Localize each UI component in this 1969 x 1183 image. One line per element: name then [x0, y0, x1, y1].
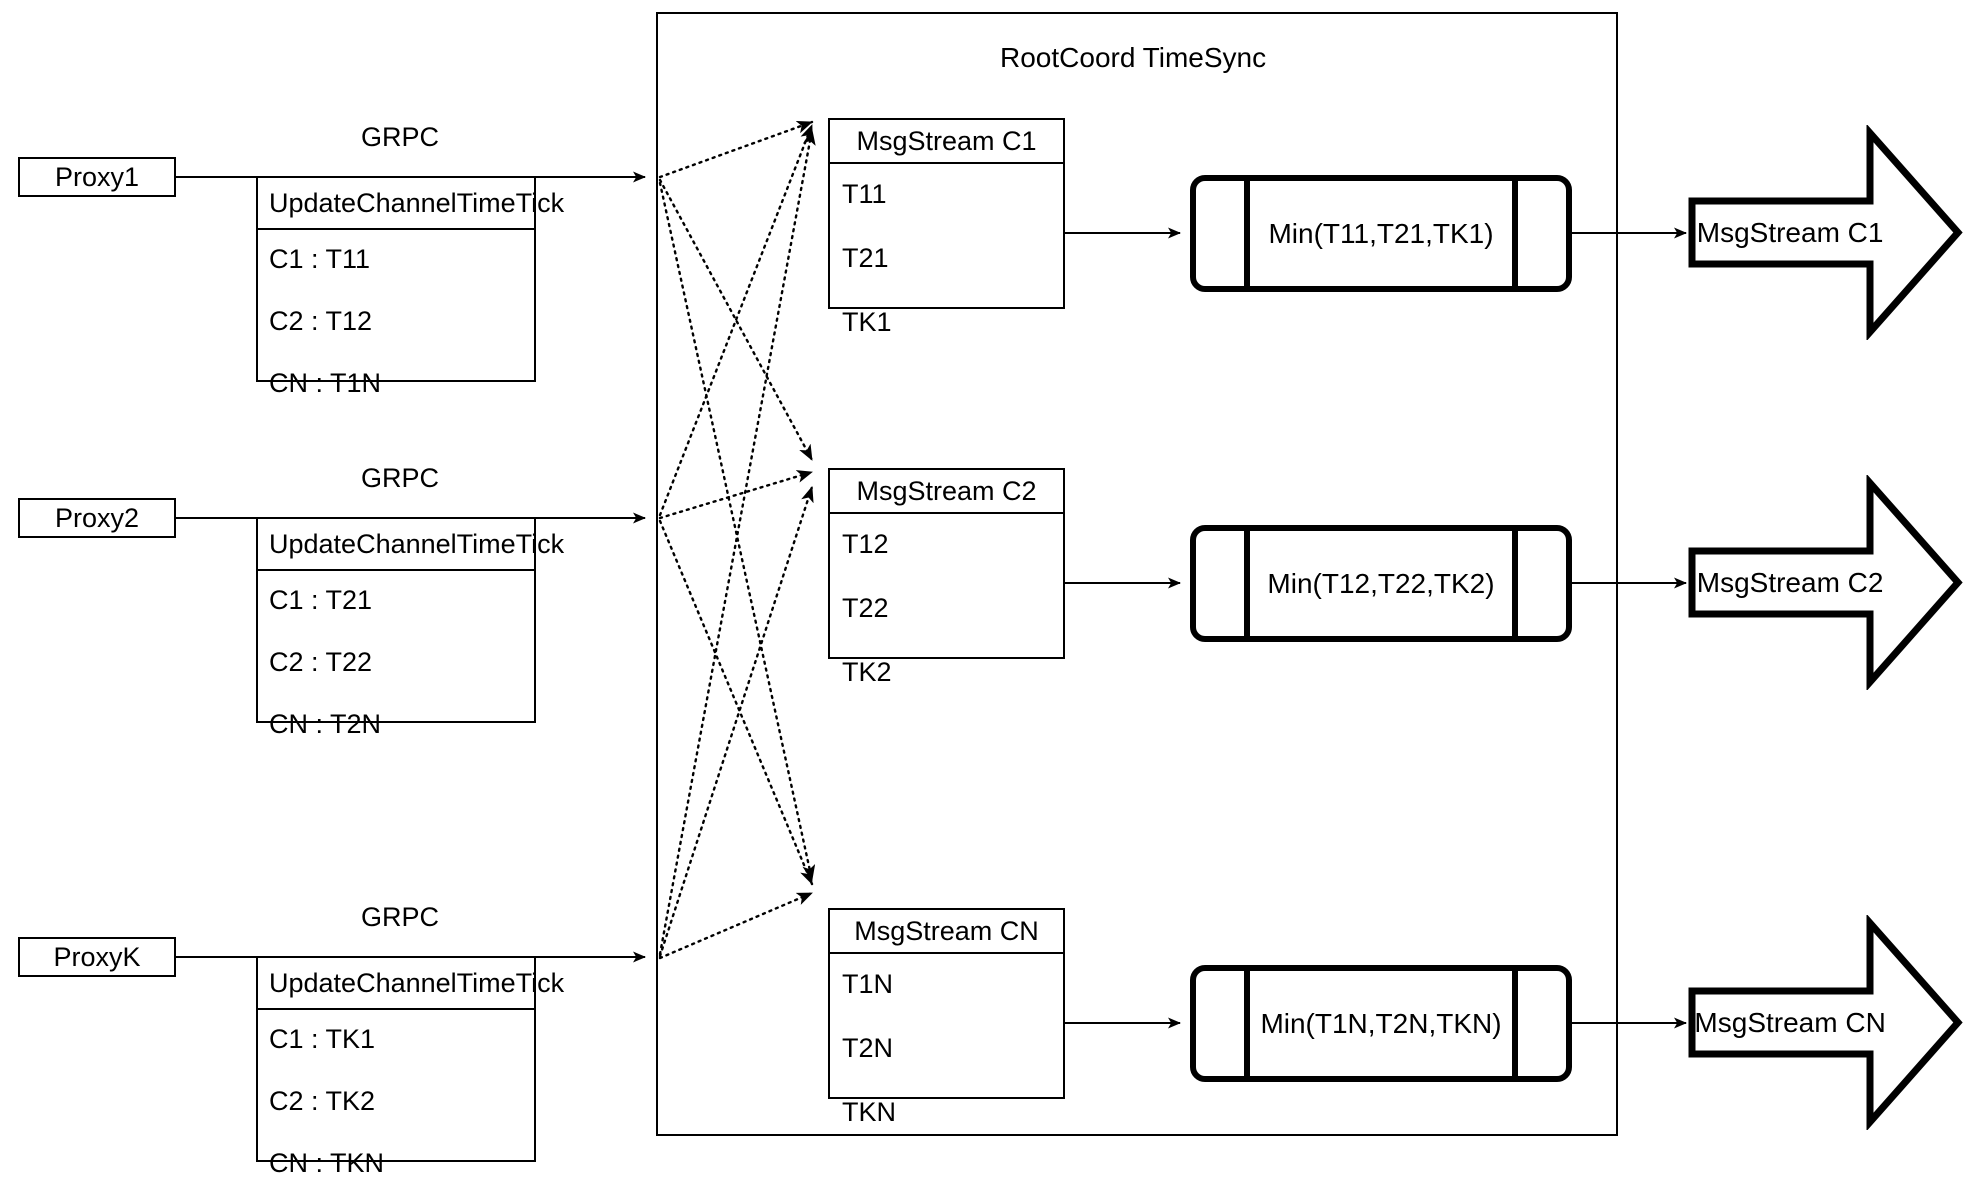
msgstream-row: T22 [842, 593, 889, 623]
grpc-label-1: GRPC [360, 122, 439, 152]
output-block-arrow-label-c1: MsgStream C1 [1696, 216, 1884, 248]
min-process-cn: Min(T1N,T2N,TKN) [1190, 965, 1572, 1082]
rootcoord-timesync-container [656, 12, 1618, 1136]
timetick-row: C1 : T21 [269, 585, 373, 615]
msgstream-row: T12 [842, 529, 889, 559]
min-process-label-c2: Min(T12,T22,TK2) [1267, 567, 1495, 599]
min-process-label-cn: Min(T1N,T2N,TKN) [1260, 1007, 1502, 1039]
output-block-arrow-c2: MsgStream C2 [1688, 475, 1964, 690]
proxy-box-k[interactable]: ProxyK [18, 937, 176, 977]
output-block-arrow-c1: MsgStream C1 [1688, 125, 1964, 340]
timetick-row: C2 : T22 [269, 647, 373, 677]
timetick-row: CN : T1N [269, 368, 382, 398]
grpc-label-2: GRPC [360, 463, 439, 493]
output-block-arrow-label-c2: MsgStream C2 [1696, 566, 1884, 598]
timetick-header-2: UpdateChannelTimeTick [258, 519, 564, 571]
update-channel-timetick-table-2: UpdateChannelTimeTick C1 : T21 C2 : T22 … [256, 517, 564, 738]
timetick-row: C2 : TK2 [269, 1086, 376, 1116]
msgstream-table-cn: MsgStream CN T1N T2N TKN [828, 908, 1065, 1126]
proxy-box-2[interactable]: Proxy2 [18, 498, 176, 538]
msgstream-table-c2: MsgStream C2 T12 T22 TK2 [828, 468, 1065, 686]
msgstream-row: T21 [842, 243, 889, 273]
min-process-label-c1: Min(T11,T21,TK1) [1268, 217, 1494, 249]
update-channel-timetick-table-1: UpdateChannelTimeTick C1 : T11 C2 : T12 … [256, 176, 564, 397]
msgstream-rows-c1: T11 T21 TK1 [830, 164, 1063, 336]
msgstream-rows-cn: T1N T2N TKN [830, 954, 1063, 1126]
msgstream-header-c1: MsgStream C1 [830, 120, 1063, 164]
msgstream-row: TK1 [842, 307, 892, 337]
output-block-arrow-cn: MsgStream CN [1688, 915, 1964, 1130]
msgstream-header-c2: MsgStream C2 [830, 470, 1063, 514]
msgstream-row: T11 [842, 179, 887, 209]
timetick-rows-2: C1 : T21 C2 : T22 CN : T2N [258, 571, 534, 738]
min-process-c1: Min(T11,T21,TK1) [1190, 175, 1572, 292]
timetick-rows-k: C1 : TK1 C2 : TK2 CN : TKN [258, 1010, 534, 1177]
grpc-label-k: GRPC [360, 902, 439, 932]
msgstream-row: T2N [842, 1033, 894, 1063]
proxy-box-1[interactable]: Proxy1 [18, 157, 176, 197]
rootcoord-timesync-title: RootCoord TimeSync [1000, 42, 1267, 73]
msgstream-header-cn: MsgStream CN [830, 910, 1063, 954]
timetick-row: C1 : T11 [269, 244, 371, 274]
timetick-row: C2 : T12 [269, 306, 373, 336]
output-block-arrow-label-cn: MsgStream CN [1694, 1006, 1886, 1038]
msgstream-rows-c2: T12 T22 TK2 [830, 514, 1063, 686]
timetick-row: CN : T2N [269, 709, 382, 739]
msgstream-row: TKN [842, 1097, 896, 1127]
timetick-header-1: UpdateChannelTimeTick [258, 178, 564, 230]
timetick-rows-1: C1 : T11 C2 : T12 CN : T1N [258, 230, 534, 397]
msgstream-row: TK2 [842, 657, 892, 687]
update-channel-timetick-table-k: UpdateChannelTimeTick C1 : TK1 C2 : TK2 … [256, 956, 564, 1177]
timetick-row: CN : TKN [269, 1148, 385, 1178]
msgstream-table-c1: MsgStream C1 T11 T21 TK1 [828, 118, 1065, 336]
min-process-c2: Min(T12,T22,TK2) [1190, 525, 1572, 642]
timetick-header-k: UpdateChannelTimeTick [258, 958, 564, 1010]
timetick-row: C1 : TK1 [269, 1024, 376, 1054]
msgstream-row: T1N [842, 969, 894, 999]
